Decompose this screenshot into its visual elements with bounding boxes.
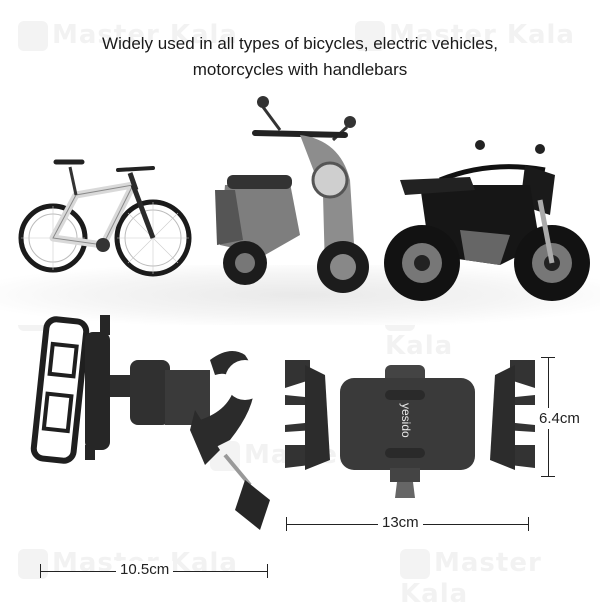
dimension-tick [286,517,287,531]
mount-side-view-image [30,315,270,530]
dimension-label-side-width: 10.5cm [116,561,174,578]
caption-line-1: Widely used in all types of bicycles, el… [102,34,498,53]
watermark: Master Kala [18,20,238,51]
bicycle-image [18,159,192,277]
dimension-tick [267,564,268,578]
watermark: Master Kala [400,548,542,609]
dimension-label-front-height: 6.4cm [539,408,580,429]
mount-front-view-image: yesido [285,360,535,498]
dimension-tick [541,357,555,358]
caption-line-2: motorcycles with handlebars [192,60,408,79]
motorcycle-image [384,140,590,301]
dimension-label-front-width: 13cm [378,514,423,531]
dimension-tick [541,476,555,477]
brand-logo: yesido [399,403,413,438]
electric-scooter-image [215,96,369,293]
dimension-tick [528,517,529,531]
watermark: Master Kala [355,20,575,51]
dimension-tick [40,564,41,578]
